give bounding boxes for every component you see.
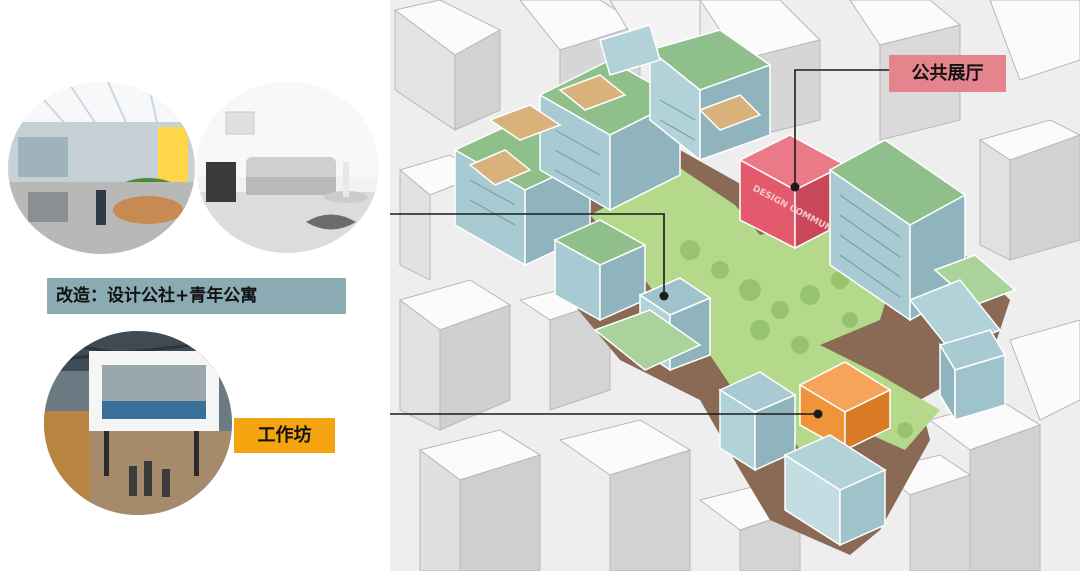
public-hall-label: 公共展厅 <box>889 55 1006 92</box>
leader-line-public-hall <box>794 69 889 187</box>
workshop-label: 工作坊 <box>234 418 335 453</box>
leader-line-renovation <box>390 213 665 296</box>
renovation-label: 改造：设计公社+青年公寓 <box>47 278 346 314</box>
east-residential-block <box>828 139 1017 423</box>
apartment-living-room-photo <box>196 82 379 253</box>
site-axonometric-illustration: DESIGN COMMUNE <box>390 0 1080 571</box>
northwest-residential-block <box>453 24 772 267</box>
leader-dots <box>659 182 823 419</box>
workshop-building <box>798 361 892 452</box>
leader-lines <box>390 69 889 415</box>
office-interior-photo <box>8 82 195 254</box>
southeast-residential-block <box>783 434 887 547</box>
workshop-hall-photo <box>44 331 232 515</box>
